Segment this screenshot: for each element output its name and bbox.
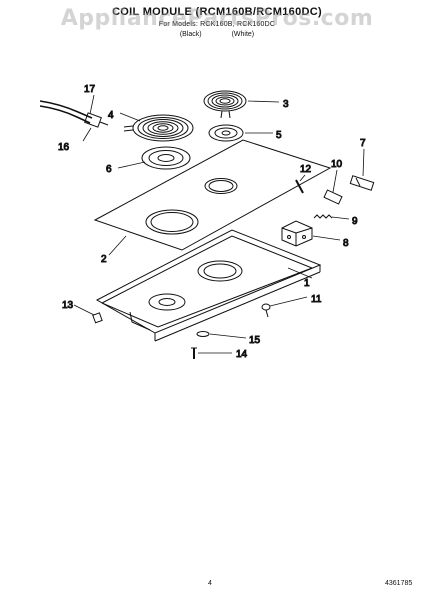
callout-11: 11 [311, 294, 322, 305]
watermark: AppliancePartsPros.com [60, 6, 374, 31]
drip-bowl-small [208, 124, 244, 142]
callout-12: 12 [300, 164, 312, 175]
callout-9: 9 [352, 216, 358, 227]
leader-lines [73, 94, 365, 354]
mounting-bracket [323, 189, 343, 205]
screw-14 [191, 347, 197, 359]
callout-3: 3 [283, 99, 289, 110]
callout-1: 1 [304, 278, 310, 289]
screw-11 [261, 303, 271, 318]
callout-5: 5 [276, 130, 282, 141]
callout-10: 10 [331, 159, 343, 170]
spring [313, 214, 333, 219]
diagram-color-note: (Black) (White) [0, 31, 434, 38]
callout-16: 16 [58, 142, 70, 153]
note-white: (White) [231, 31, 255, 38]
washer [196, 331, 210, 337]
diagram-title: COIL MODULE (RCM160B/RCM160DC) [112, 6, 322, 18]
callout-8: 8 [343, 238, 349, 249]
callout-15: 15 [249, 335, 261, 346]
wire-harness [39, 100, 109, 128]
drip-bowl-large [141, 146, 191, 170]
coil-element-small [203, 90, 247, 119]
callout-6: 6 [106, 164, 112, 175]
screw-12 [295, 179, 304, 194]
page-number: 4 [208, 580, 212, 587]
callout-13: 13 [62, 300, 74, 311]
callout-17: 17 [84, 84, 96, 95]
clip [92, 312, 103, 324]
note-black: (Black) [179, 31, 202, 38]
control-knob [349, 175, 375, 191]
callout-4: 4 [108, 110, 114, 121]
cooktop-panel [93, 139, 332, 251]
terminal-receptacle [281, 220, 313, 247]
burner-box [95, 229, 322, 342]
diagram-subtitle: For Models: RCK160B, RCK160DC [158, 21, 276, 28]
coil-element-large [123, 114, 194, 142]
callout-14: 14 [236, 349, 248, 360]
callout-7: 7 [360, 138, 366, 149]
document-number: 4361785 [385, 580, 413, 587]
callout-2: 2 [101, 254, 107, 265]
